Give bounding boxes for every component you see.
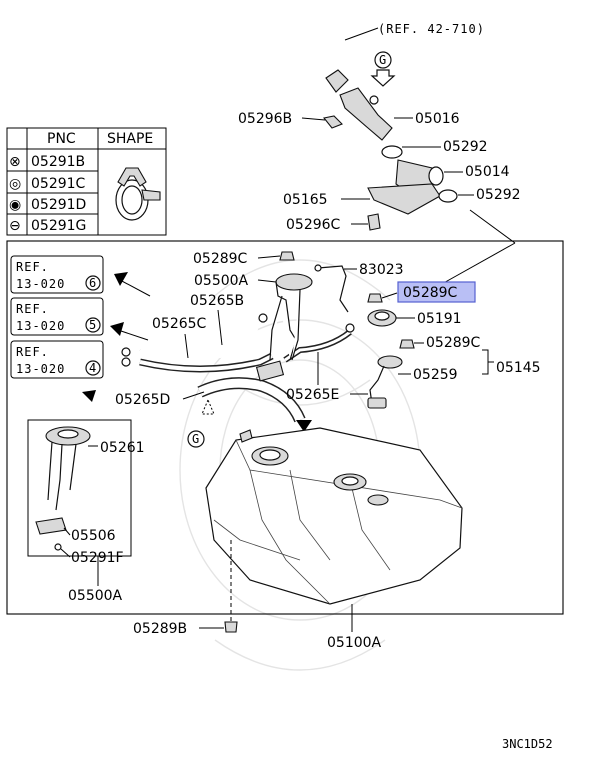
label-05289C-highlighted: 05289C <box>403 285 458 301</box>
svg-text:G: G <box>379 53 386 67</box>
label-05291F: 05291F <box>71 550 124 566</box>
label-05500A-inset: 05500A <box>68 588 123 604</box>
svg-text:G: G <box>192 432 199 446</box>
fuel-hoses <box>121 313 355 432</box>
svg-text:REF.: REF. <box>16 302 49 316</box>
ref-box-4: REF. 13-020 4 <box>10 340 104 379</box>
legend-header-shape: SHAPE <box>107 131 153 147</box>
svg-text:REF.: REF. <box>16 345 49 359</box>
label-05289C-lower: 05289C <box>426 335 481 351</box>
label-05259: 05259 <box>413 367 458 383</box>
filler-cap <box>325 69 349 93</box>
svg-text:5: 5 <box>89 318 96 332</box>
down-arrow-icon <box>370 69 396 87</box>
label-05014: 05014 <box>465 164 510 180</box>
label-05145: 05145 <box>496 360 541 376</box>
filler-neck-group: G <box>323 51 458 231</box>
svg-text:13-020: 13-020 <box>16 319 65 333</box>
ref-box-5: REF. 13-020 5 <box>10 297 104 336</box>
label-05292-lower: 05292 <box>476 187 521 203</box>
label-83023: 83023 <box>359 262 404 278</box>
nut-05289C-upper <box>279 251 295 261</box>
ref-box-6: REF. 13-020 6 <box>10 255 104 294</box>
label-05165: 05165 <box>283 192 328 208</box>
nut-05289C-highlighted <box>367 293 383 303</box>
highlighted-part-05289C[interactable]: 05289C <box>397 281 476 303</box>
hose-clamp-lower <box>438 189 458 203</box>
filler-protector <box>367 183 441 215</box>
arrow-left-icon <box>82 390 96 402</box>
fuel-tank <box>205 427 463 605</box>
label-05289C-top: 05289C <box>193 251 248 267</box>
legend-symbol: ◉ <box>9 197 21 213</box>
label-05265C: 05265C <box>152 316 207 332</box>
fuel-pump-assembly <box>269 273 313 361</box>
pump-inset-box <box>27 419 132 557</box>
legend-symbol: ◎ <box>9 176 21 192</box>
nut-05289C-lower <box>399 339 415 349</box>
svg-text:4: 4 <box>89 361 96 375</box>
legend-pnc: 05291C <box>31 176 86 192</box>
filler-neck <box>339 87 393 141</box>
clamp-shape-icon <box>115 167 161 221</box>
bolt-05296C <box>367 213 381 231</box>
svg-text:13-020: 13-020 <box>16 277 65 291</box>
label-05506: 05506 <box>71 528 116 544</box>
top-reference-label: (REF. 42-710) <box>378 22 485 36</box>
label-05016: 05016 <box>415 111 460 127</box>
bolt-05289B <box>224 621 238 633</box>
g-marker-frame <box>187 430 205 448</box>
arrow-left-icon <box>114 272 128 286</box>
arrow-left-icon <box>110 322 124 336</box>
legend-symbol: ⊗ <box>9 154 21 170</box>
legend-header-pnc: PNC <box>47 131 76 147</box>
svg-text:6: 6 <box>89 276 96 290</box>
label-05191: 05191 <box>417 311 462 327</box>
sender-wire <box>317 265 349 313</box>
legend-pnc: 05291D <box>31 197 86 213</box>
svg-text:REF.: REF. <box>16 260 49 274</box>
label-05100A: 05100A <box>327 635 382 651</box>
legend-pnc: 05291G <box>31 218 86 234</box>
label-05296C: 05296C <box>286 217 341 233</box>
label-05265D: 05265D <box>115 392 170 408</box>
legend-pnc: 05291B <box>31 154 85 170</box>
label-05296B: 05296B <box>238 111 292 127</box>
label-05289B: 05289B <box>133 621 187 637</box>
fuel-gauge-unit <box>367 355 403 409</box>
diagram-code: 3NC1D52 <box>502 737 553 751</box>
legend-symbol: ⊖ <box>9 218 21 234</box>
pnc-shape-legend: PNC SHAPE ⊗ 05291B ◎ 05291C ◉ 05291D ⊖ 0… <box>6 127 167 236</box>
hose-clamp-upper <box>381 145 403 159</box>
label-05265E: 05265E <box>286 387 339 403</box>
label-05261: 05261 <box>100 440 145 456</box>
label-05500A: 05500A <box>194 273 249 289</box>
bolt-05296B <box>323 115 343 129</box>
g-marker-top <box>374 51 392 69</box>
inset-pump-assembly <box>35 426 91 551</box>
main-frame <box>6 240 564 615</box>
label-05265B: 05265B <box>190 293 244 309</box>
label-05292-upper: 05292 <box>443 139 488 155</box>
svg-text:13-020: 13-020 <box>16 362 65 376</box>
